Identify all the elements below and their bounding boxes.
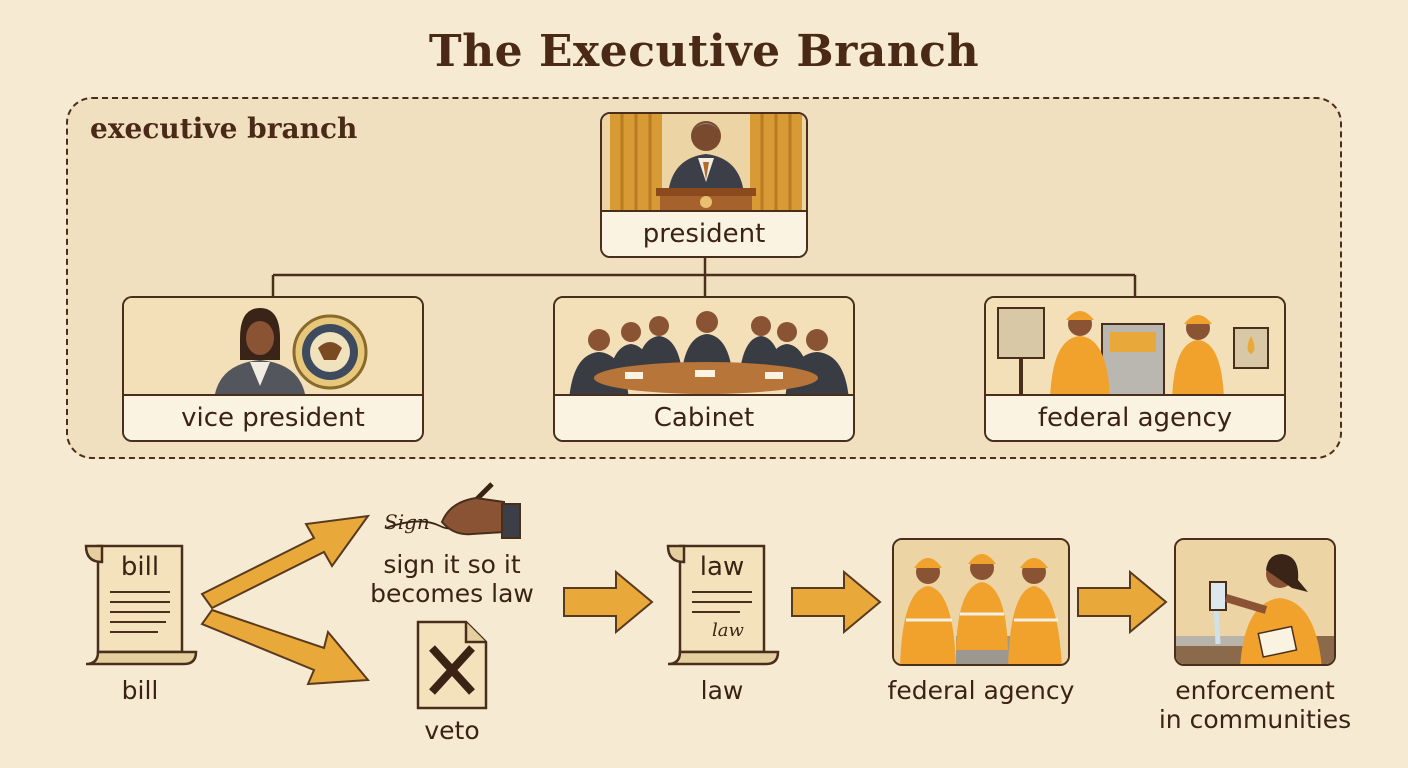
signing-hand-icon: [385, 482, 521, 539]
enforcement-line2: in communities: [1158, 705, 1352, 734]
enforcement-label: enforcement in communities: [1140, 676, 1370, 734]
vice-president-icon: [124, 298, 422, 400]
page-title: The Executive Branch: [428, 26, 980, 77]
sign-label: sign it so it becomes law: [358, 550, 546, 608]
enforcement-line1: enforcement: [1175, 676, 1335, 705]
group-label: executive branch: [90, 112, 358, 145]
president-at-podium-icon: [602, 114, 806, 216]
law-scroll-icon: [666, 544, 780, 666]
sign-to-law-arrow: [563, 569, 654, 635]
law-signature-text: law: [712, 620, 744, 641]
federal-agency-caption: federal agency: [986, 394, 1284, 440]
hardhat-workers-icon: [986, 298, 1284, 400]
agency-workers-card: [892, 538, 1070, 666]
sign-label-line2: becomes law: [370, 579, 534, 608]
cabinet-meeting-icon: [555, 298, 853, 400]
enforcement-card: [1174, 538, 1336, 666]
veto-x-document-icon: [416, 620, 488, 710]
sign-script-text: Sign: [384, 510, 430, 534]
bill-to-sign-arrow: [200, 514, 371, 686]
cabinet-card: Cabinet: [553, 296, 855, 442]
bill-label: bill: [121, 676, 159, 705]
hardhat-workers-icon: [894, 540, 1068, 664]
agency-to-enforcement-arrow: [1077, 569, 1168, 635]
president-caption: president: [602, 210, 806, 256]
federal-agency-card: federal agency: [984, 296, 1286, 442]
scroll-document-icon: [84, 544, 198, 666]
bill-doc-text: bill: [120, 552, 160, 582]
agency-label: federal agency: [887, 676, 1075, 705]
cabinet-caption: Cabinet: [555, 394, 853, 440]
veto-label: veto: [424, 716, 480, 745]
vice-president-card: vice president: [122, 296, 424, 442]
law-doc-text: law: [699, 552, 745, 582]
law-label: law: [700, 676, 744, 705]
water-testing-icon: [1176, 540, 1334, 664]
sign-label-line1: sign it so it: [383, 550, 521, 579]
president-card: president: [600, 112, 808, 258]
law-to-agency-arrow: [791, 569, 882, 635]
vice-president-caption: vice president: [124, 394, 422, 440]
